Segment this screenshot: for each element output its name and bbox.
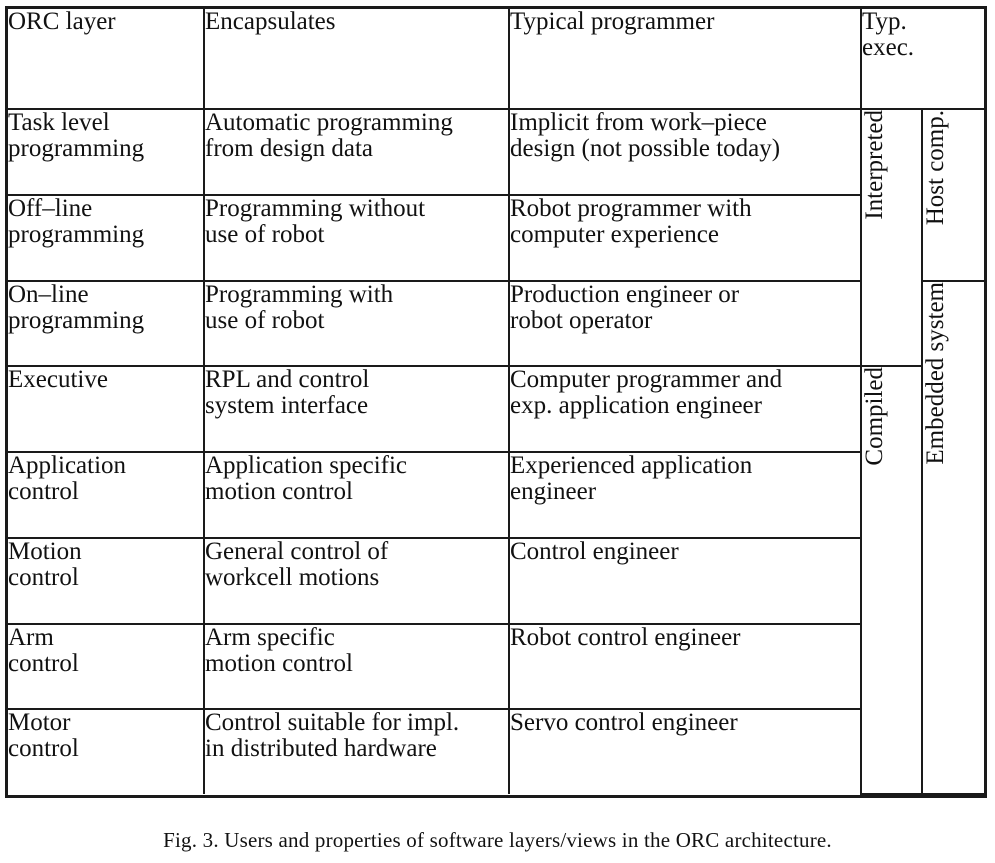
- cell-text: Task level programming: [8, 109, 145, 163]
- exec-host-comp-label: Host comp.: [922, 110, 949, 226]
- cell-orc-layer: Motion control: [8, 536, 205, 625]
- cell-encapsulates: Programming without use of robot: [203, 193, 510, 282]
- cell-text: Implicit from work–piece design (not pos…: [510, 109, 781, 163]
- cell-typical-programmer: Robot control engineer: [508, 622, 862, 711]
- cell-encapsulates: Automatic programming from design data: [203, 108, 510, 196]
- header-typical-programmer: Typical programmer: [508, 8, 862, 111]
- cell-text: Executive: [8, 366, 108, 394]
- cell-text: Motion control: [8, 537, 82, 591]
- table-row: Motor control Control suitable for impl.…: [8, 708, 984, 794]
- cell-text: Robot control engineer: [510, 623, 741, 651]
- cell-text: Experienced application engineer: [510, 452, 753, 506]
- cell-text: Programming without use of robot: [205, 194, 426, 248]
- table-row: Executive RPL and control system interfa…: [8, 365, 984, 795]
- header-typ-exec-label: Typ. exec.: [862, 8, 915, 61]
- exec-host-comp-cell: Host comp.: [920, 108, 985, 282]
- cell-typical-programmer: Robot programmer with computer experienc…: [508, 193, 862, 282]
- exec-embedded-system-label: Embedded system: [922, 281, 949, 465]
- table-header-row: ORC layer Encapsulates Typical programme…: [8, 8, 985, 111]
- cell-typical-programmer: Implicit from work–piece design (not pos…: [508, 108, 862, 196]
- header-typ-exec: Typ. exec.: [859, 8, 985, 111]
- cell-encapsulates: Application specific motion control: [203, 451, 510, 539]
- cell-text: Robot programmer with computer experienc…: [510, 194, 752, 248]
- cell-text: Computer programmer and exp. application…: [510, 366, 783, 420]
- exec-compiled-cell: Compiled: [860, 365, 923, 795]
- table-row: Arm control Arm specific motion control …: [8, 622, 984, 711]
- cell-typical-programmer: Servo control engineer: [508, 708, 862, 794]
- table-row: On–line programming Programming with use…: [8, 279, 985, 796]
- cell-text: Control engineer: [510, 537, 679, 565]
- exec-compiled-label: Compiled: [861, 367, 888, 466]
- header-orc-layer: ORC layer: [8, 8, 205, 111]
- cell-encapsulates: Programming with use of robot: [203, 279, 510, 368]
- orc-layers-table: ORC layer Encapsulates Typical programme…: [8, 8, 985, 796]
- cell-orc-layer: Motor control: [8, 708, 205, 794]
- exec-interpreted-label: Interpreted: [861, 110, 888, 220]
- cell-text: Production engineer or robot operator: [510, 280, 740, 334]
- cell-encapsulates: General control of workcell motions: [203, 536, 510, 625]
- cell-orc-layer: Off–line programming: [8, 193, 205, 282]
- figure-caption: Fig. 3. Users and properties of software…: [163, 828, 832, 852]
- orc-layers-table-frame: ORC layer Encapsulates Typical programme…: [5, 6, 987, 798]
- cell-text: Control suitable for impl. in distribute…: [205, 709, 460, 763]
- cell-encapsulates: Arm specific motion control: [203, 622, 510, 711]
- cell-orc-layer: Arm control: [8, 622, 205, 711]
- table-row: Off–line programming Programming without…: [8, 193, 984, 282]
- table-row: Motion control General control of workce…: [8, 536, 984, 625]
- cell-orc-layer: Application control: [8, 451, 205, 539]
- cell-typical-programmer: Computer programmer and exp. application…: [508, 365, 862, 454]
- cell-text: Off–line programming: [8, 194, 145, 248]
- cell-typical-programmer: Production engineer or robot operator: [508, 279, 862, 368]
- cell-text: Application specific motion control: [205, 452, 408, 506]
- cell-orc-layer: On–line programming: [8, 279, 205, 368]
- exec-embedded-system-cell: Embedded system: [920, 279, 985, 796]
- header-encapsulates: Encapsulates: [203, 8, 510, 111]
- cell-typical-programmer: Control engineer: [508, 536, 862, 625]
- cell-encapsulates: RPL and control system interface: [203, 365, 510, 454]
- table-row: Task level programming Automatic program…: [8, 108, 985, 368]
- cell-text: Arm specific motion control: [205, 623, 353, 677]
- cell-text: Servo control engineer: [510, 709, 738, 737]
- cell-text: Automatic programming from design data: [205, 109, 453, 163]
- cell-encapsulates: Control suitable for impl. in distribute…: [203, 708, 510, 794]
- table-row: Application control Application specific…: [8, 451, 984, 539]
- cell-text: Programming with use of robot: [205, 280, 394, 334]
- cell-text: Arm control: [8, 623, 79, 677]
- cell-text: On–line programming: [8, 280, 145, 334]
- cell-orc-layer: Task level programming: [8, 108, 205, 196]
- cell-text: Application control: [8, 452, 127, 506]
- cell-text: General control of workcell motions: [205, 537, 389, 591]
- cell-orc-layer: Executive: [8, 365, 205, 454]
- cell-typical-programmer: Experienced application engineer: [508, 451, 862, 539]
- cell-text: RPL and control system interface: [205, 366, 370, 420]
- cell-text: Motor control: [8, 709, 79, 763]
- exec-interpreted-cell: Interpreted: [860, 108, 923, 368]
